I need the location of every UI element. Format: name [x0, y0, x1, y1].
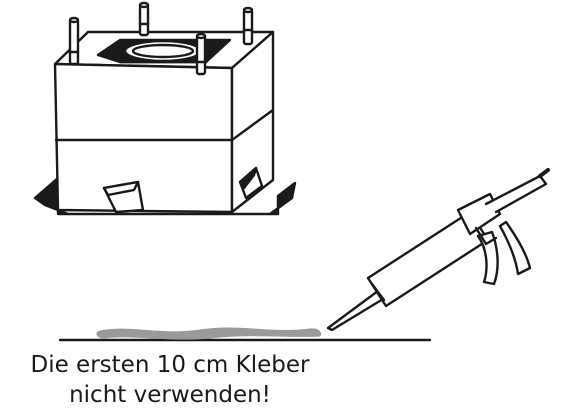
box-unit-illustration — [33, 1, 297, 216]
caption-line-1: Die ersten 10 cm Kleber — [30, 352, 310, 378]
box-side-face — [230, 30, 275, 214]
box-front-face — [53, 62, 234, 214]
mounting-pins — [68, 1, 254, 76]
caption-line-2: nicht verwenden! — [69, 382, 271, 408]
adhesive-bead — [96, 327, 321, 340]
caulking-gun-icon — [326, 168, 550, 332]
gun-handle — [476, 230, 499, 286]
gun-trigger — [498, 220, 532, 276]
gun-rod — [484, 174, 548, 214]
box-seam — [54, 108, 275, 142]
top-ring-inner — [131, 43, 195, 59]
